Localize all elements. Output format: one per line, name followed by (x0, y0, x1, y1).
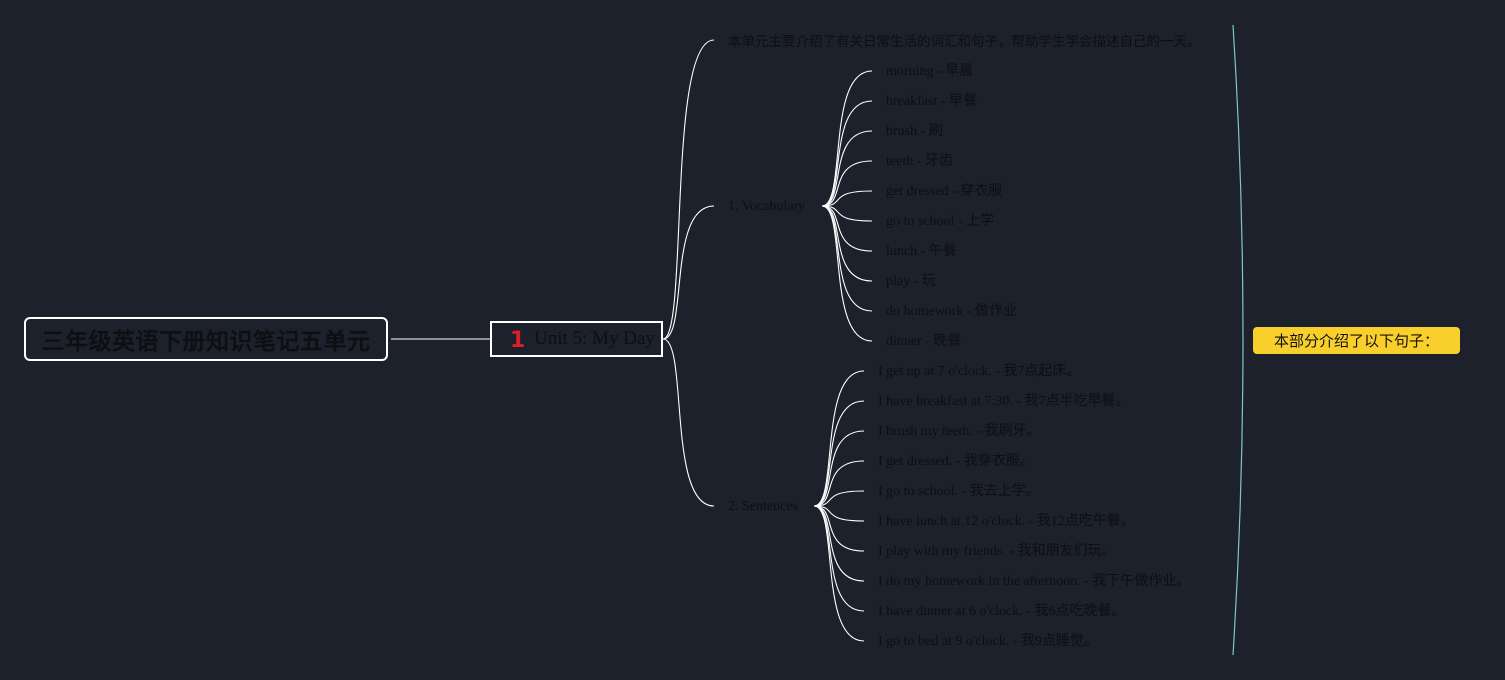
vocabulary-item[interactable]: dinner - 晚餐 (886, 334, 962, 349)
sentence-item[interactable]: I play with my friends. - 我和朋友们玩。 (878, 544, 1116, 559)
vocabulary-item-connector (821, 205, 873, 342)
sentence-item[interactable]: I have dinner at 6 o'clock. - 我6点吃晚餐。 (878, 604, 1126, 619)
vocabulary-item[interactable]: get dressed - 穿衣服 (886, 184, 1003, 199)
sentence-item[interactable]: I get dressed. - 我穿衣服。 (878, 454, 1034, 469)
sentence-item-connector (813, 505, 865, 612)
sentence-item-connector (813, 370, 865, 507)
sentence-item-connector (813, 490, 865, 507)
root-topic[interactable]: 三年级英语下册知识笔记五单元 (24, 317, 388, 361)
vocabulary-item-connector (821, 70, 873, 207)
sentence-item-connector (813, 430, 865, 507)
vocabulary-branch[interactable]: 1. Vocabulary (728, 199, 806, 214)
unit-title: Unit 5: My Day (534, 328, 655, 349)
intro-node[interactable]: 本单元主要介绍了有关日常生活的词汇和句子，帮助学生学会描述自己的一天。 (728, 34, 1201, 50)
sentence-item[interactable]: I do my homework in the afternoon. - 我下午… (878, 574, 1191, 589)
unit-vocabulary-connector (662, 205, 715, 340)
vocabulary-item[interactable]: morning - 早晨 (886, 64, 974, 79)
vocabulary-item-connector (821, 205, 873, 312)
sentence-item[interactable]: I have breakfast at 7:30. - 我7点半吃早餐。 (878, 394, 1130, 409)
vocabulary-item[interactable]: breakfast - 早餐 (886, 94, 977, 109)
sentence-item[interactable]: I brush my teeth. - 我刷牙。 (878, 424, 1041, 439)
vocabulary-item-connector (821, 205, 873, 252)
summary-label: 本部分介绍了以下句子： (1273, 332, 1439, 350)
unit-intro-connector (662, 39, 715, 340)
sentence-item[interactable]: I get up at 7 o'clock. - 我7点起床。 (878, 364, 1081, 379)
sentence-item[interactable]: I go to bed at 9 o'clock. - 我9点睡觉。 (878, 634, 1098, 649)
vocabulary-item[interactable]: lunch - 午餐 (886, 244, 957, 259)
vocabulary-item-connector (821, 100, 873, 207)
sentence-item[interactable]: I go to school. - 我去上学。 (878, 484, 1040, 499)
vocabulary-item[interactable]: play - 玩 (886, 274, 936, 289)
vocabulary-item[interactable]: teeth - 牙齿 (886, 154, 953, 169)
vocabulary-item-connector (821, 205, 873, 222)
sentences-branch[interactable]: 2. Sentences (728, 499, 798, 514)
sentence-item-connector (813, 505, 865, 552)
vocabulary-item[interactable]: brush - 刷 (886, 124, 943, 139)
vocabulary-item-connector (821, 130, 873, 207)
sentence-item-connector (813, 460, 865, 507)
vocabulary-item[interactable]: go to school - 上学 (886, 214, 995, 229)
vocabulary-item-connector (821, 160, 873, 207)
vocabulary-item-connector (821, 190, 873, 207)
summary-bracket (1232, 24, 1244, 656)
vocabulary-item[interactable]: do homework - 做作业 (886, 304, 1018, 319)
sentence-item[interactable]: I have lunch at 12 o'clock. - 我12点吃午餐。 (878, 514, 1135, 529)
sentence-item-connector (813, 505, 865, 522)
sentence-item-connector (813, 505, 865, 642)
root-title: 三年级英语下册知识笔记五单元 (41, 329, 371, 355)
summary-callout[interactable]: 本部分介绍了以下句子： (1253, 327, 1460, 354)
unit-sentences-connector (662, 338, 715, 507)
topic-number-badge: 1 (510, 328, 526, 353)
sentence-item-connector (813, 400, 865, 507)
unit-topic[interactable]: 1 Unit 5: My Day (490, 321, 663, 357)
